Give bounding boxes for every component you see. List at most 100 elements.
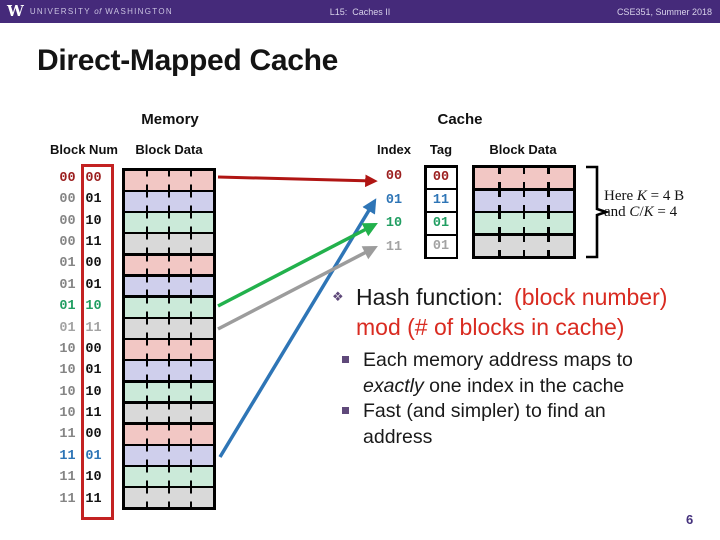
memory-data-row [125, 424, 213, 444]
annotation-text: / [639, 204, 644, 220]
memory-block-num-row: 11 11 [58, 489, 106, 510]
block-num-high-bits: 10 [59, 384, 76, 400]
block-num-high-bits: 00 [59, 192, 76, 208]
memory-block-num-row: 01 10 [58, 296, 106, 317]
memory-block-data-header: Block Data [135, 142, 203, 157]
page-title: Direct-Mapped Cache [37, 44, 339, 77]
cache-size-bracket [586, 165, 611, 259]
cell-divider [145, 171, 149, 190]
cell-divider [167, 234, 171, 254]
block-num-index-bits: 01 [85, 448, 102, 464]
memory-block-num-row: 10 10 [58, 382, 106, 403]
block-num-high-bits: 01 [59, 277, 76, 293]
cell-divider [145, 213, 149, 232]
cell-divider [522, 168, 526, 189]
institution-name: UNIVERSITY of WASHINGTON [30, 7, 173, 16]
cell-divider [189, 255, 193, 275]
cache-data-row [475, 235, 573, 256]
index-bits: 11 [385, 239, 403, 255]
block-num-index-bits: 11 [85, 406, 102, 422]
block-num-high-bits: 10 [59, 406, 76, 422]
math-variable: K [643, 204, 654, 220]
block-num-high-bits: 11 [59, 491, 76, 507]
block-num-high-bits: 00 [59, 213, 76, 229]
annotation-text: Here [604, 188, 637, 204]
block-num-index-bits: 11 [85, 491, 102, 507]
memory-data-row [125, 340, 213, 359]
block-num-index-bits: 01 [85, 363, 102, 379]
cell-divider [145, 297, 149, 317]
memory-block-num-row: 10 01 [58, 360, 106, 381]
slide-header-bar: W UNIVERSITY of WASHINGTON L15: Caches I… [0, 0, 720, 23]
memory-block-num-header: Block Num [50, 142, 118, 157]
cell-divider [145, 255, 149, 275]
cell-divider [498, 235, 501, 256]
cell-divider [167, 361, 171, 381]
cell-divider [167, 382, 171, 402]
cache-tag-cell: 01 [426, 236, 456, 257]
index-bits-highlight-box [81, 164, 114, 520]
cell-divider [522, 235, 526, 256]
cell-divider [189, 171, 193, 190]
cache-index-header: Index [377, 142, 411, 157]
cache-block-data-table [472, 165, 576, 259]
block-num-high-bits: 01 [59, 299, 76, 315]
cache-data-row [475, 190, 573, 211]
cache-data-row [475, 168, 573, 189]
cell-divider [167, 424, 171, 444]
cell-divider [145, 446, 149, 465]
cell-divider [167, 297, 171, 317]
cell-divider [189, 297, 193, 317]
cache-tag-cell: 01 [426, 213, 456, 234]
cache-data-row [475, 213, 573, 234]
cell-divider [167, 255, 171, 275]
memory-data-row [125, 467, 213, 486]
cell-divider [167, 319, 171, 338]
hash-function-formula-part2: mod (# of blocks in cache) [356, 314, 625, 340]
cell-divider [189, 424, 193, 444]
cell-divider [167, 276, 171, 296]
cell-divider [189, 382, 193, 402]
memory-data-row [125, 192, 213, 211]
cell-divider [189, 340, 193, 359]
cell-divider [189, 446, 193, 465]
cell-divider [145, 319, 149, 338]
memory-data-row [125, 171, 213, 190]
cell-divider [498, 213, 501, 234]
memory-data-row [125, 488, 213, 507]
annotation-line: and C/K = 4 [604, 204, 684, 220]
course-info: CSE351, Summer 2018 [616, 6, 712, 17]
memory-data-row [125, 446, 213, 465]
block-num-index-bits: 11 [85, 235, 102, 251]
hash-function-bullet: ❖ Hash function:(block number) mod (# of… [332, 282, 667, 342]
block-num-high-bits: 00 [59, 170, 76, 186]
memory-block-data-table [122, 168, 216, 510]
arrow-index-00 [217, 174, 378, 188]
sub-bullet-mapping: Each memory address maps to exactly one … [340, 348, 672, 399]
memory-data-row [125, 213, 213, 232]
cell-divider [498, 190, 501, 211]
cell-divider [547, 213, 550, 234]
cell-divider [547, 190, 550, 211]
cell-divider [167, 403, 171, 423]
block-num-index-bits: 10 [85, 299, 102, 315]
cell-divider [145, 424, 149, 444]
cell-divider [189, 192, 193, 211]
memory-data-row [125, 276, 213, 296]
block-num-index-bits: 10 [85, 384, 102, 400]
hash-function-label: Hash function: [356, 284, 504, 310]
block-num-index-bits: 00 [85, 427, 102, 443]
cache-index-value: 11 [374, 236, 414, 260]
memory-data-row [125, 255, 213, 275]
sub-bullet-mapping-post: one index in the cache [423, 374, 625, 397]
block-num-high-bits: 10 [59, 363, 76, 379]
cell-divider [547, 168, 550, 189]
hash-function-formula-part1: (block number) [514, 284, 668, 310]
cell-divider [145, 276, 149, 296]
institution-of: of [94, 7, 102, 16]
